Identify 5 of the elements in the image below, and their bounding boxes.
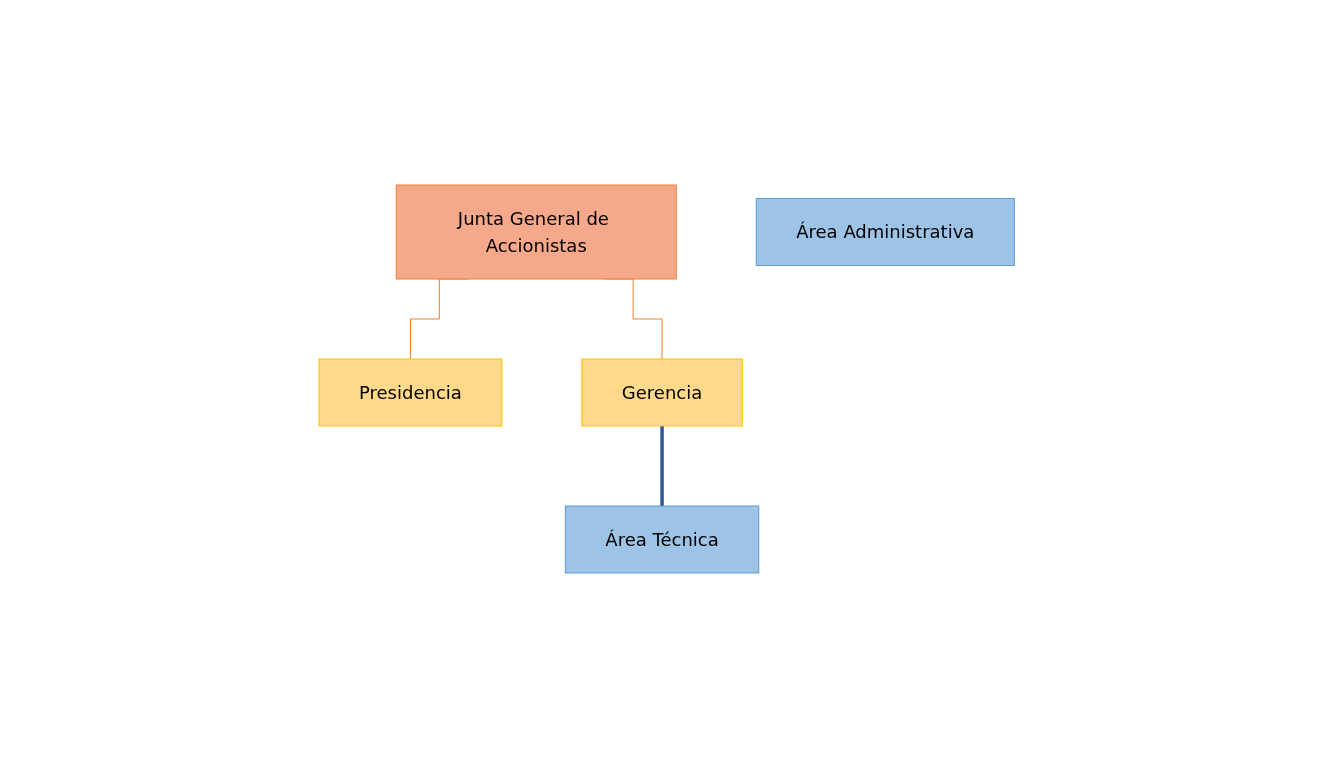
node-box: Presidencia — [318, 358, 503, 426]
node-box: Área Técnica — [564, 505, 760, 573]
node-box: Área Administrativa — [755, 197, 1015, 266]
node-box: Junta General de Accionistas — [395, 184, 677, 279]
node-box: Gerencia — [581, 358, 743, 426]
